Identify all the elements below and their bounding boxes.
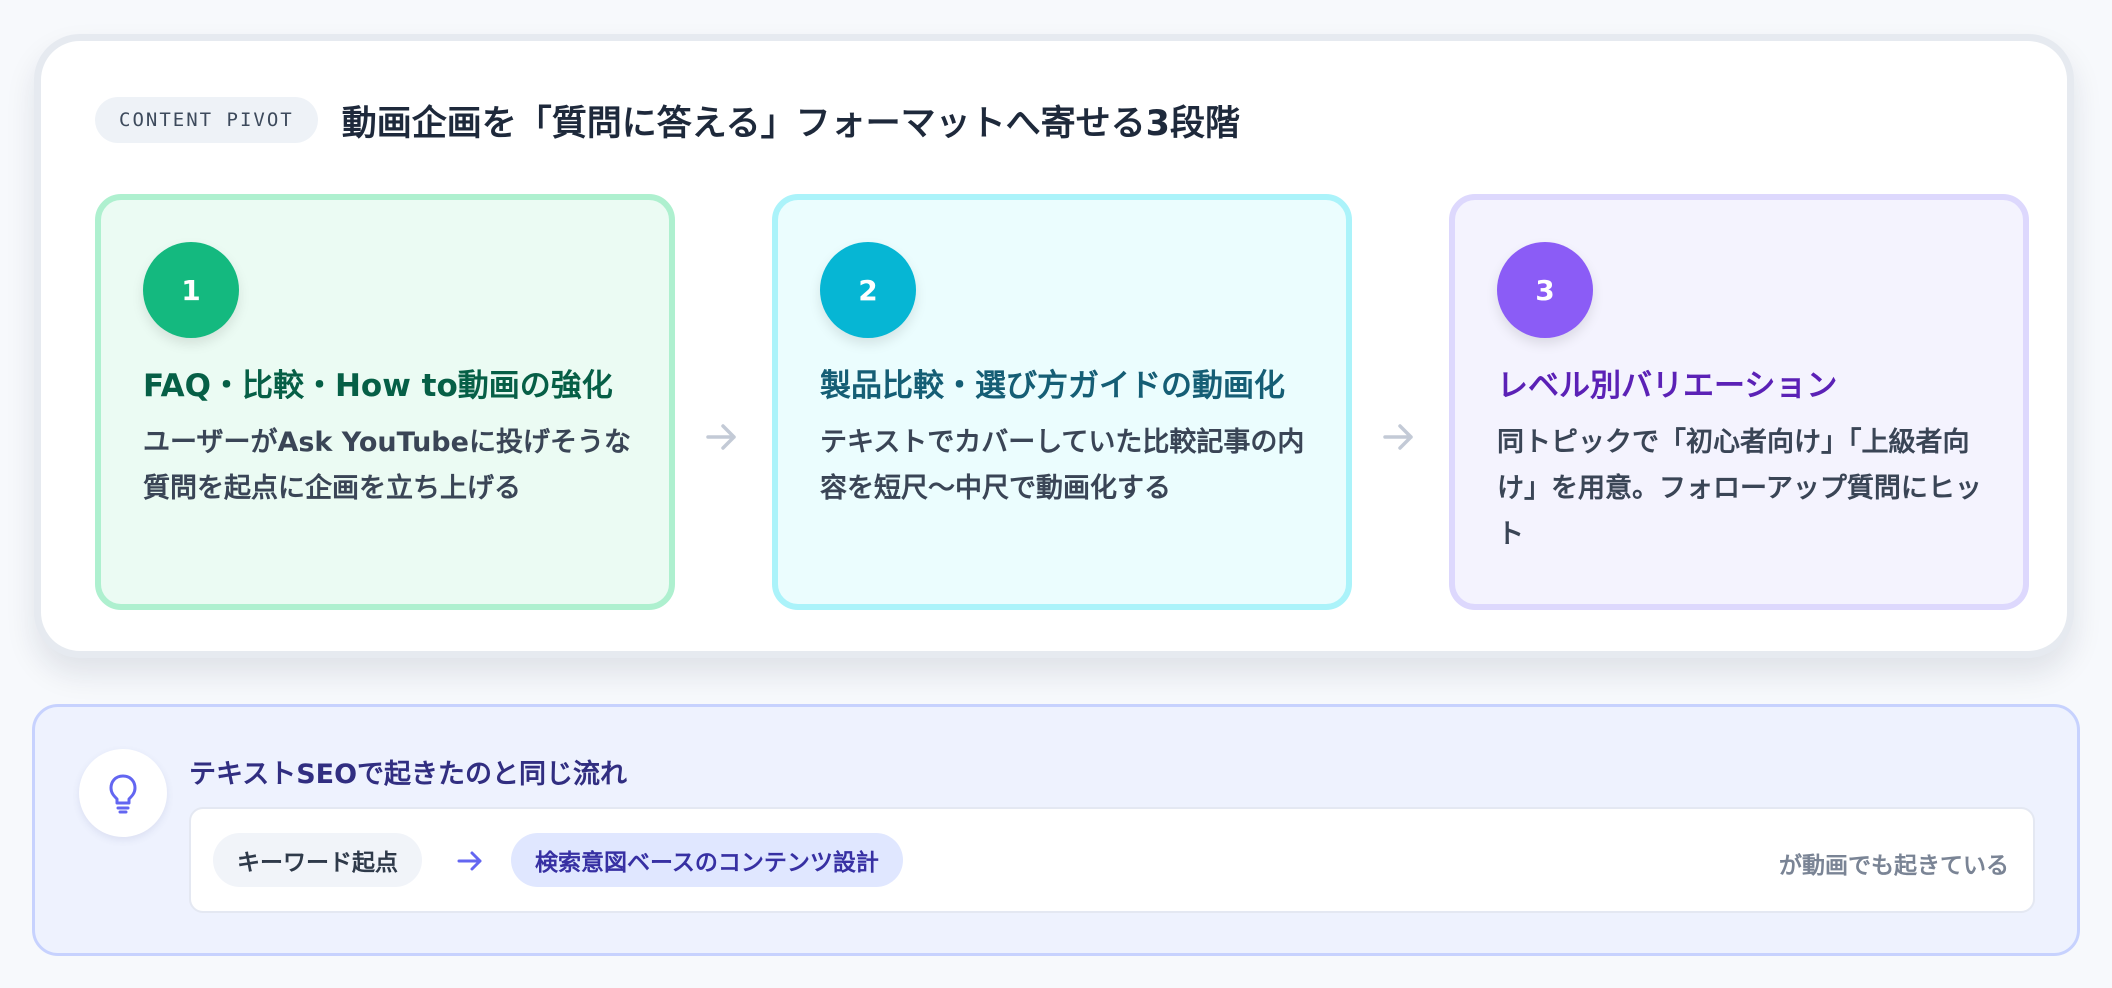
step-title: FAQ・比較・How to動画の強化 [143,368,613,404]
step-title: レベル別バリエーション [1497,368,1838,404]
lightbulb-icon [79,749,167,837]
page-title: 動画企画を「質問に答える」フォーマットへ寄せる3段階 [341,103,1241,144]
card-header: CONTENT PIVOT 動画企画を「質問に答える」フォーマットへ寄せる3段階 [95,95,1240,145]
step-card-3: 3 レベル別バリエーション 同トピックで「初心者向け」「上級者向け」を用意。フォ… [1449,194,2029,610]
step-description: 同トピックで「初心者向け」「上級者向け」を用意。フォローアップ質問にヒット [1497,427,1982,550]
callout-title: テキストSEOで起きたのと同じ流れ [189,759,628,790]
chip-keyword-origin: キーワード起点 [213,833,422,887]
flow-suffix-text: が動画でも起きている [1779,853,2009,879]
step-description: ユーザーがAsk YouTubeに投げそうな質問を起点に企画を立ち上げる [143,427,631,504]
arrow-right-icon [457,851,482,871]
step-card-2: 2 製品比較・選び方ガイドの動画化 テキストでカバーしていた比較記事の内容を短尺… [772,194,1352,610]
flow-comparison: キーワード起点 検索意図ベースのコンテンツ設計 が動画でも起きている [189,807,2035,913]
chip-intent-design: 検索意図ベースのコンテンツ設計 [511,833,903,887]
arrow-right-icon [706,424,736,450]
step-number-badge: 2 [820,242,916,338]
content-tag: CONTENT PIVOT [95,97,318,143]
step-card-1: 1 FAQ・比較・How to動画の強化 ユーザーがAsk YouTubeに投げ… [95,194,675,610]
insight-callout: テキストSEOで起きたのと同じ流れ キーワード起点 検索意図ベースのコンテンツ設… [32,704,2080,956]
step-number-badge: 1 [143,242,239,338]
content-pivot-card: CONTENT PIVOT 動画企画を「質問に答える」フォーマットへ寄せる3段階… [34,34,2074,658]
arrow-right-icon [1383,424,1413,450]
step-description: テキストでカバーしていた比較記事の内容を短尺〜中尺で動画化する [820,427,1305,504]
step-title: 製品比較・選び方ガイドの動画化 [820,368,1285,404]
step-number-badge: 3 [1497,242,1593,338]
